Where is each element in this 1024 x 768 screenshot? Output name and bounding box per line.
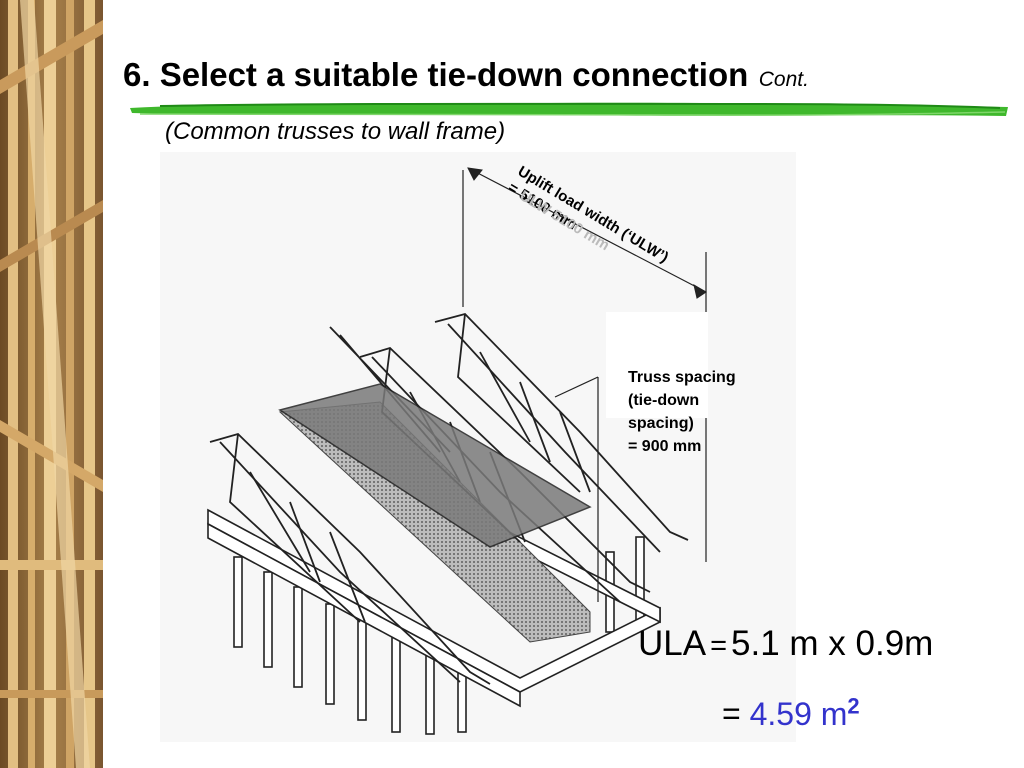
ula-equation: ULA=5.1 m x 0.9m	[638, 624, 933, 664]
ula-lhs: ULA	[638, 624, 707, 663]
ula-result: = 4.59 m2	[722, 693, 860, 733]
truss-framing-diagram	[160, 152, 796, 742]
spacing-line3: spacing)	[628, 415, 694, 432]
ula-equals: =	[710, 630, 728, 662]
spacing-line2: (tie-down	[628, 392, 700, 409]
title-text: 6. Select a suitable tie-down connection	[123, 56, 749, 93]
spacing-line4: = 900 mm	[628, 438, 702, 455]
truss-spacing-label: Truss spacing (tie-down spacing) = 900 m…	[628, 366, 736, 458]
title-underline-brush	[130, 98, 1010, 124]
slide-subtitle: (Common trusses to wall frame)	[165, 118, 506, 145]
ula-rhs: 5.1 m x 0.9m	[731, 624, 934, 663]
truss-spacing-callout	[606, 312, 708, 418]
ula-result-number: 4.59 m	[749, 695, 848, 732]
ula-result-equals: =	[722, 695, 741, 732]
slide-title: 6. Select a suitable tie-down connection…	[123, 56, 809, 94]
spacing-line1: Truss spacing	[628, 369, 736, 386]
ula-result-value: 4.59 m2	[749, 693, 860, 732]
timber-frame-photo	[0, 0, 103, 768]
title-suffix: Cont.	[758, 68, 809, 91]
ula-result-exponent: 2	[847, 693, 860, 718]
